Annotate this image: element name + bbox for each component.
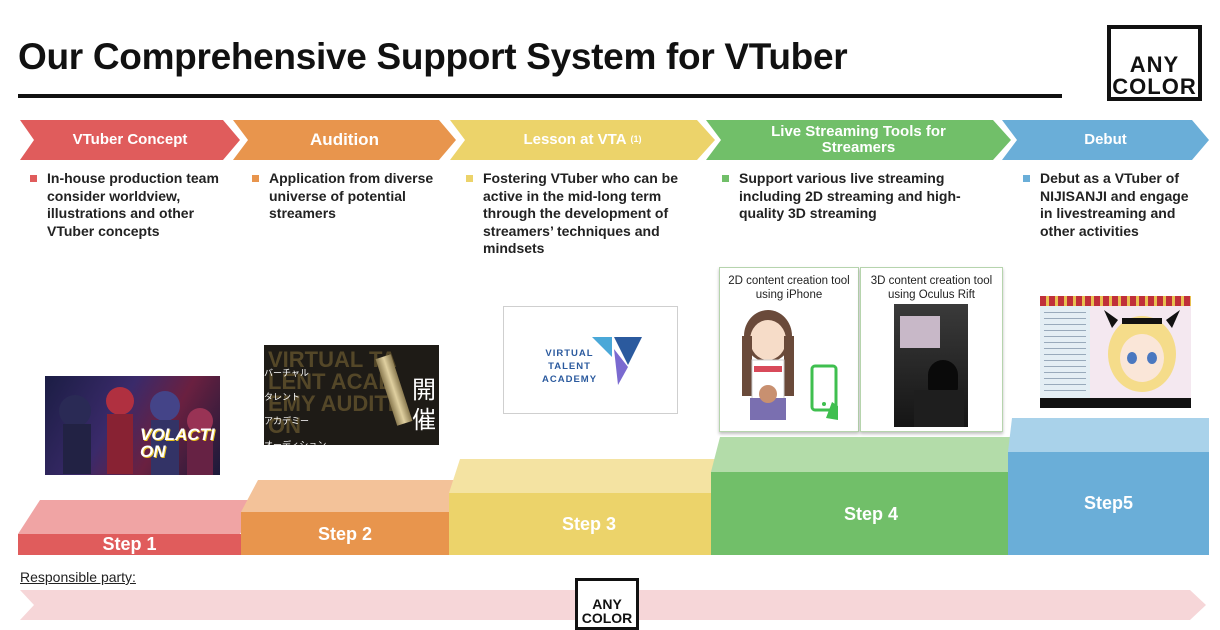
audition-bg-text: VIRTUAL TALENT ACADEMY AUDITION <box>268 347 397 438</box>
stage-lesson: Lesson at VTA (1) <box>450 120 715 160</box>
stage-label-text: Lesson at VTA <box>523 130 627 148</box>
stage-label: Debut <box>1084 130 1127 148</box>
jp-line-1: バーチャル <box>264 368 309 378</box>
stage-label: Live Streaming Tools for Streamers <box>771 122 946 156</box>
logo-line-1: ANY <box>592 596 622 612</box>
chat-lines <box>1044 312 1086 392</box>
anycolor-logo: ANY COLOR <box>1107 25 1202 101</box>
oculus-photo <box>894 304 968 427</box>
chat-panel <box>1040 306 1090 398</box>
step-2-label: Step 2 <box>317 524 373 544</box>
desc-audition: Application from diverse universe of pot… <box>252 170 437 223</box>
page-title: Our Comprehensive Support System for VTu… <box>18 36 848 77</box>
step5-front <box>1008 452 1209 555</box>
step1-front <box>18 534 241 555</box>
desc-text: Application from diverse universe of pot… <box>269 170 434 221</box>
anime-girl-2d-illustration <box>742 310 838 420</box>
stage-label: VTuber Concept <box>72 130 188 148</box>
card-caption: 3D content creation tool using Oculus Ri… <box>870 275 993 301</box>
stage-vtuber-concept: VTuber Concept <box>20 120 240 160</box>
stream-header-bar <box>1040 296 1191 306</box>
stream-stage <box>1090 306 1191 398</box>
step2-front <box>241 512 449 555</box>
jp-line-4: オーディション <box>264 440 327 445</box>
desc-text: In-house production team consider worldv… <box>47 170 219 239</box>
step-4-label: Step 4 <box>843 504 899 524</box>
vtuber-avatar-illustration <box>1104 310 1180 392</box>
step2-top <box>241 480 466 512</box>
desc-vtuber-concept: In-house production team consider worldv… <box>30 170 230 240</box>
logo-line-2: COLOR <box>1112 74 1197 99</box>
stage-debut: Debut <box>1002 120 1209 160</box>
step4-front <box>711 472 1008 555</box>
volaction-key-art: VOLACTION <box>45 376 220 475</box>
debut-stream-screenshot <box>1040 296 1191 408</box>
desc-streaming-tools: Support various live streaming including… <box>722 170 977 223</box>
bullet <box>252 175 259 182</box>
audition-jp-text: バーチャル タレント アカデミー オーディション <box>264 361 326 445</box>
logo-line-2: COLOR <box>581 610 633 626</box>
person-body <box>914 390 964 427</box>
stream-footer <box>1040 398 1191 408</box>
step-3-label: Step 3 <box>561 514 617 534</box>
stage-label: Lesson at VTA (1) <box>460 120 705 160</box>
desc-debut: Debut as a VTuber of NIJISANJI and engag… <box>1023 170 1203 240</box>
step3-top <box>449 459 720 493</box>
card-caption: 2D content creation tool using iPhone <box>728 275 850 301</box>
step4-top <box>711 437 1012 472</box>
jp-line-2: タレント <box>264 392 301 402</box>
bullet <box>30 175 37 182</box>
vta-emblem-icon <box>592 337 642 385</box>
title-underline <box>18 94 1062 98</box>
footnote-marker: (1) <box>630 134 642 145</box>
vta-line-1: VIRTUAL <box>545 348 594 359</box>
person-silhouette <box>928 360 958 392</box>
step3-front <box>449 493 711 555</box>
volaction-wordmark: VOLACTION <box>140 425 215 461</box>
responsible-party-label: Responsible party: <box>20 569 136 585</box>
stage-audition: Audition <box>233 120 456 160</box>
monitor-screen <box>900 316 940 348</box>
step5-top <box>1008 418 1209 452</box>
bullet <box>1023 175 1030 182</box>
bullet <box>722 175 729 182</box>
vta-wordmark: VIRTUAL TALENT ACADEMY <box>542 347 597 386</box>
logo-line-1: ANY <box>1129 52 1180 77</box>
vta-line-3: ACADEMY <box>542 374 598 385</box>
stage-label: Audition <box>310 129 379 149</box>
step-1-label: Step 1 <box>102 534 157 554</box>
desc-text: Debut as a VTuber of NIJISANJI and engag… <box>1040 170 1189 239</box>
desc-text: Fostering VTuber who can be active in th… <box>483 170 678 256</box>
desc-text: Support various live streaming including… <box>739 170 961 221</box>
card-3d-oculus: 3D content creation tool using Oculus Ri… <box>860 267 1003 432</box>
step-5-label: Step5 <box>1083 493 1134 513</box>
stage-streaming-tools: Live Streaming Tools for Streamers <box>706 120 1011 160</box>
bullet <box>466 175 473 182</box>
vta-line-2: TALENT <box>548 361 591 372</box>
audition-poster: VIRTUAL TALENT ACADEMY AUDITION バーチャル タレ… <box>264 345 439 445</box>
desc-lesson: Fostering VTuber who can be active in th… <box>466 170 691 258</box>
vta-logo-panel: VIRTUAL TALENT ACADEMY <box>503 306 678 414</box>
process-banner: VTuber Concept Audition Lesson at VTA (1… <box>0 120 1220 160</box>
card-2d-iphone: 2D content creation tool using iPhone <box>719 267 859 432</box>
anycolor-logo-small: ANY COLOR <box>575 578 639 630</box>
audition-kanji: 開催 <box>412 376 436 434</box>
step1-top <box>18 500 262 534</box>
jp-line-3: アカデミー <box>264 416 310 426</box>
